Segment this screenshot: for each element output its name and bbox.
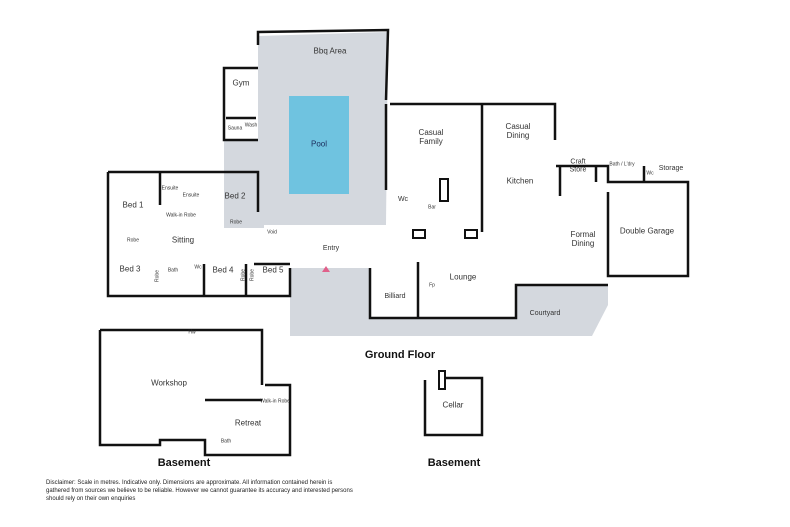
room-gym: Gym: [232, 78, 250, 88]
room-cellar: Cellar: [442, 400, 464, 410]
room-wc-bedwing: Wc: [194, 264, 202, 271]
room-bath: Bath: [167, 267, 179, 274]
room-wc: Wc: [397, 196, 409, 204]
room-bed-1: Bed 1: [122, 200, 144, 210]
walls: [98, 28, 690, 457]
room-bed-4: Bed 4: [212, 265, 234, 275]
room-billiard: Billiard: [384, 293, 406, 301]
room-robe-bed-5: Robe: [249, 269, 256, 281]
room-pool: Pool: [310, 139, 328, 149]
room-walk-in-robe: Walk-in Robe: [166, 212, 196, 219]
room-bed-3: Bed 3: [119, 264, 141, 274]
room-retreat: Retreat: [234, 418, 262, 428]
room-kitchen: Kitchen: [506, 176, 534, 186]
room-robe-bed-4: Robe: [240, 269, 247, 281]
room-entry: Entry: [322, 245, 340, 253]
room-sauna: Sauna: [227, 125, 243, 132]
room-bed-5: Bed 5: [262, 265, 284, 275]
disclaimer-text: Disclaimer: Scale in metres. Indicative …: [46, 480, 353, 502]
room-double-garage: Double Garage: [619, 226, 675, 236]
title-basement-cellar: Basement: [427, 457, 481, 469]
room-robe-bed-3: Robe: [154, 270, 161, 282]
room-sitting: Sitting: [171, 235, 195, 245]
outdoor-paving: [224, 32, 608, 336]
title-ground-floor: Ground Floor: [364, 349, 436, 361]
room-craft-store: Craft Store: [569, 158, 587, 173]
room-ensuite-1: Ensuite: [161, 185, 179, 192]
entry-marker-icon: [322, 266, 330, 272]
room-wash: Wash: [244, 122, 258, 129]
room-bath-laundry: Bath / L'dry: [609, 161, 635, 168]
room-storage: Storage: [658, 165, 684, 173]
room-courtyard: Courtyard: [529, 310, 561, 318]
room-bed-2: Bed 2: [224, 191, 246, 201]
room-void: Void: [267, 229, 277, 236]
title-basement-main: Basement: [157, 457, 211, 469]
room-wc-garage: Wc: [646, 170, 654, 177]
room-casual-family: Casual Family: [418, 128, 444, 146]
room-robe-bed-1: Robe: [127, 237, 139, 244]
room-ensuite-2: Ensuite: [182, 192, 200, 199]
room-fireplace: Fp: [429, 282, 435, 289]
room-hot-water: Hw: [188, 329, 196, 336]
room-formal-dining: Formal Dining: [570, 230, 596, 248]
pool-water: [289, 96, 349, 194]
room-robe-bed-2: Robe: [230, 219, 242, 226]
room-bbq-area: Bbq Area: [313, 46, 347, 56]
room-walk-in-robe-basement: Walk-in Robe: [260, 398, 290, 405]
room-bath-basement: Bath: [220, 438, 232, 445]
room-lounge: Lounge: [449, 272, 477, 282]
room-workshop: Workshop: [151, 378, 187, 388]
room-bar: Bar: [428, 204, 436, 211]
room-casual-dining: Casual Dining: [505, 122, 531, 140]
